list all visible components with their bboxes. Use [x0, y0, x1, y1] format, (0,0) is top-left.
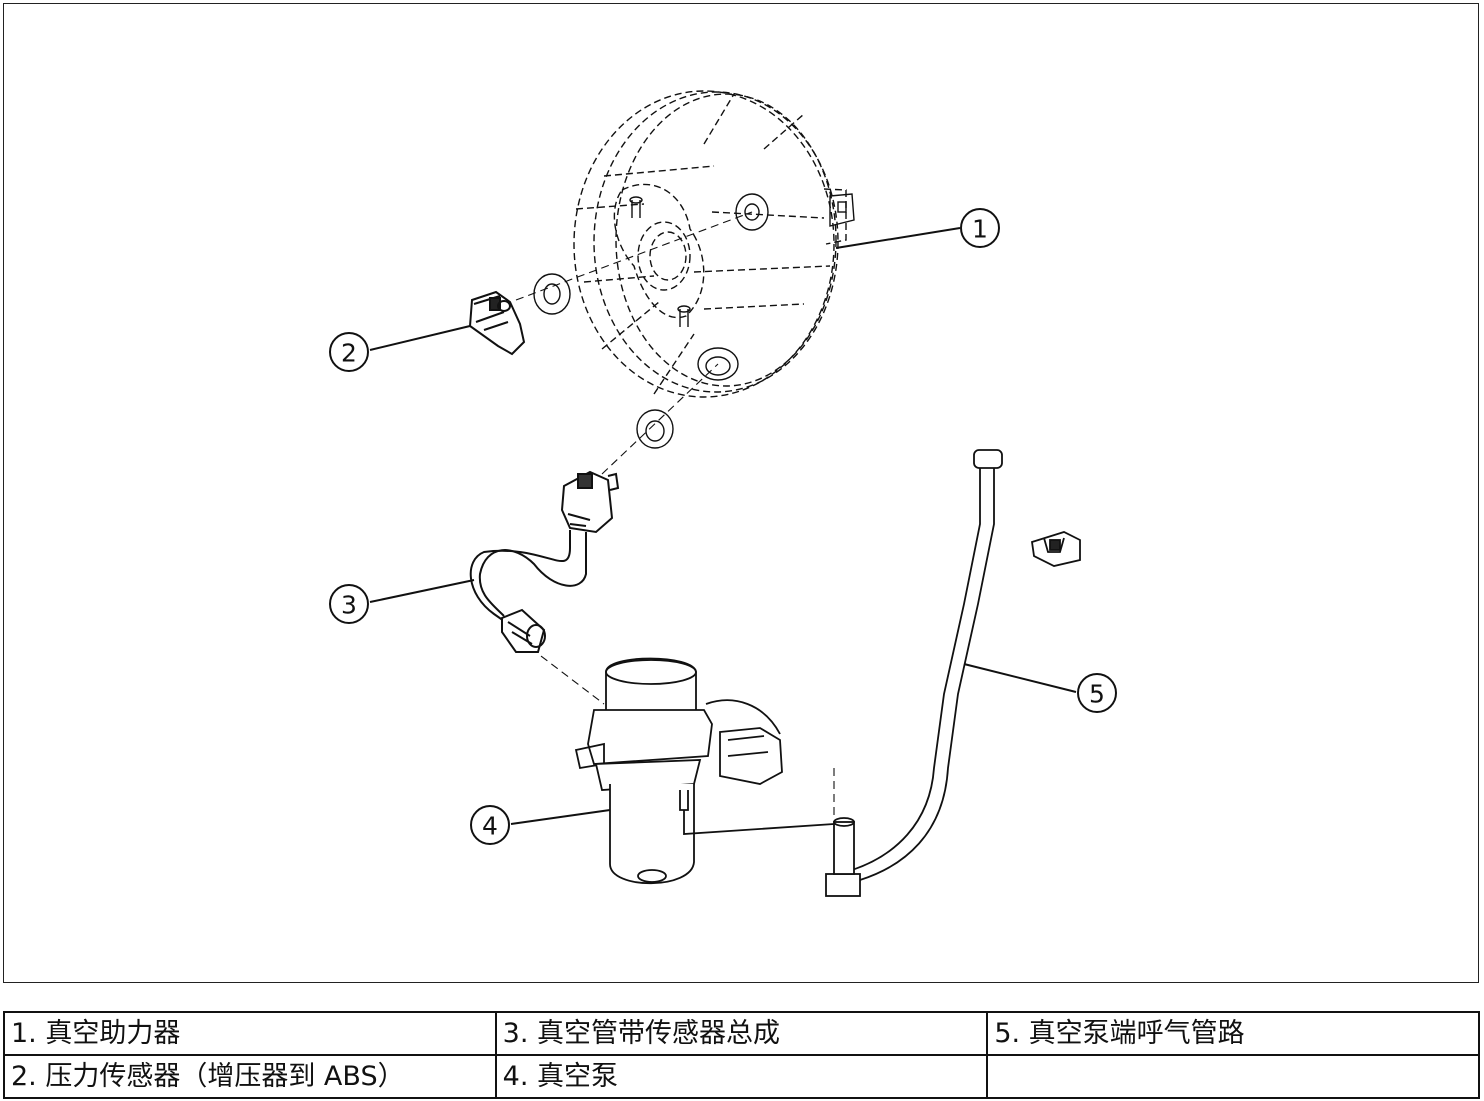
grommet-upper — [533, 273, 571, 315]
callout-label-4: 4 — [482, 812, 498, 841]
callout-label-2: 2 — [341, 339, 357, 368]
breather-line — [825, 449, 1081, 897]
legend-cell: 4. 真空泵 — [494, 1054, 989, 1099]
diagram-frame: 1 2 3 4 5 — [3, 3, 1479, 983]
legend-row: 1. 真空助力器 3. 真空管带传感器总成 5. 真空泵端呼气管路 — [3, 1011, 1480, 1056]
legend-cell: 2. 压力传感器（增压器到 ABS） — [3, 1054, 497, 1099]
parts-legend-table: 1. 真空助力器 3. 真空管带传感器总成 5. 真空泵端呼气管路 2. 压力传… — [3, 1011, 1480, 1099]
leader-lines — [369, 227, 1077, 825]
legend-row: 2. 压力传感器（增压器到 ABS） 4. 真空泵 — [3, 1054, 1480, 1099]
vacuum-booster — [573, 90, 855, 398]
legend-cell: 5. 真空泵端呼气管路 — [986, 1011, 1480, 1056]
vacuum-pump — [574, 657, 835, 885]
callout-label-3: 3 — [341, 591, 357, 620]
legend-cell: 3. 真空管带传感器总成 — [494, 1011, 989, 1056]
callout-circle-5 — [1077, 673, 1117, 713]
callout-circle-3 — [329, 584, 369, 624]
grommet-lower — [636, 409, 674, 449]
exploded-view-diagram: 1 2 3 4 5 — [329, 90, 1117, 897]
vacuum-hose-with-sensor — [469, 470, 620, 653]
callout-label-5: 5 — [1089, 680, 1105, 709]
callout-circle-1 — [960, 208, 1000, 248]
legend-cell: 1. 真空助力器 — [3, 1011, 497, 1056]
callout-label-1: 1 — [972, 215, 988, 244]
pressure-sensor — [468, 290, 526, 356]
legend-cell — [986, 1054, 1480, 1099]
callout-circle-2 — [329, 332, 369, 372]
callout-circle-4 — [470, 805, 510, 845]
alignment-lines — [515, 211, 835, 819]
